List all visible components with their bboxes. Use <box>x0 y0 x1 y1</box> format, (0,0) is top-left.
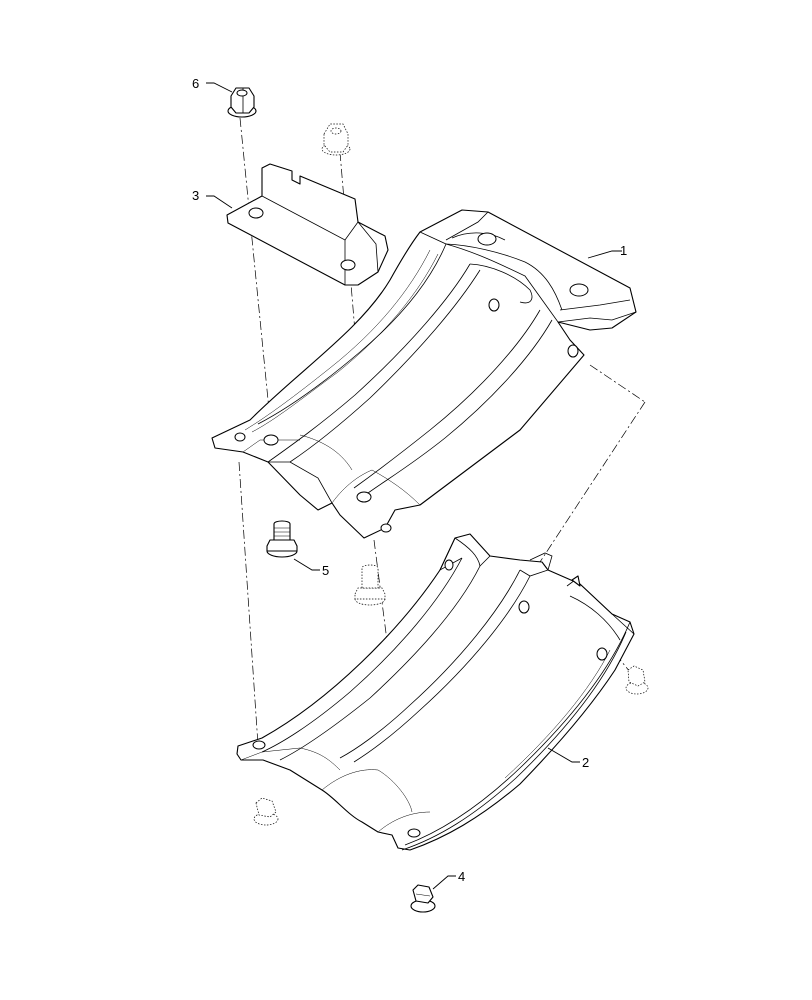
callout-1-group: 1 <box>587 243 627 259</box>
flange-nut-part-6[interactable] <box>227 87 257 118</box>
callout-3-group: 3 <box>192 188 233 209</box>
phantom-nut-right <box>625 665 649 695</box>
callout-6: 6 <box>192 76 199 91</box>
phantom-nut <box>321 123 351 156</box>
bracket-part-3[interactable] <box>226 163 389 286</box>
callout-5: 5 <box>322 563 329 578</box>
callout-5-group: 5 <box>293 558 329 578</box>
callout-2: 2 <box>582 755 589 770</box>
callout-2-group: 2 <box>547 747 589 770</box>
bolt-part-5[interactable] <box>266 520 298 558</box>
callout-4: 4 <box>458 869 465 884</box>
callout-1: 1 <box>620 243 627 258</box>
callout-6-group: 6 <box>192 76 233 93</box>
upper-shield-part-1[interactable] <box>211 209 637 539</box>
nut-part-4[interactable] <box>410 884 436 913</box>
phantom-nut-left <box>253 797 279 826</box>
callout-3: 3 <box>192 188 199 203</box>
callout-4-group: 4 <box>432 869 465 890</box>
lower-shield-part-2[interactable] <box>236 533 635 851</box>
phantom-bolt <box>354 564 386 606</box>
